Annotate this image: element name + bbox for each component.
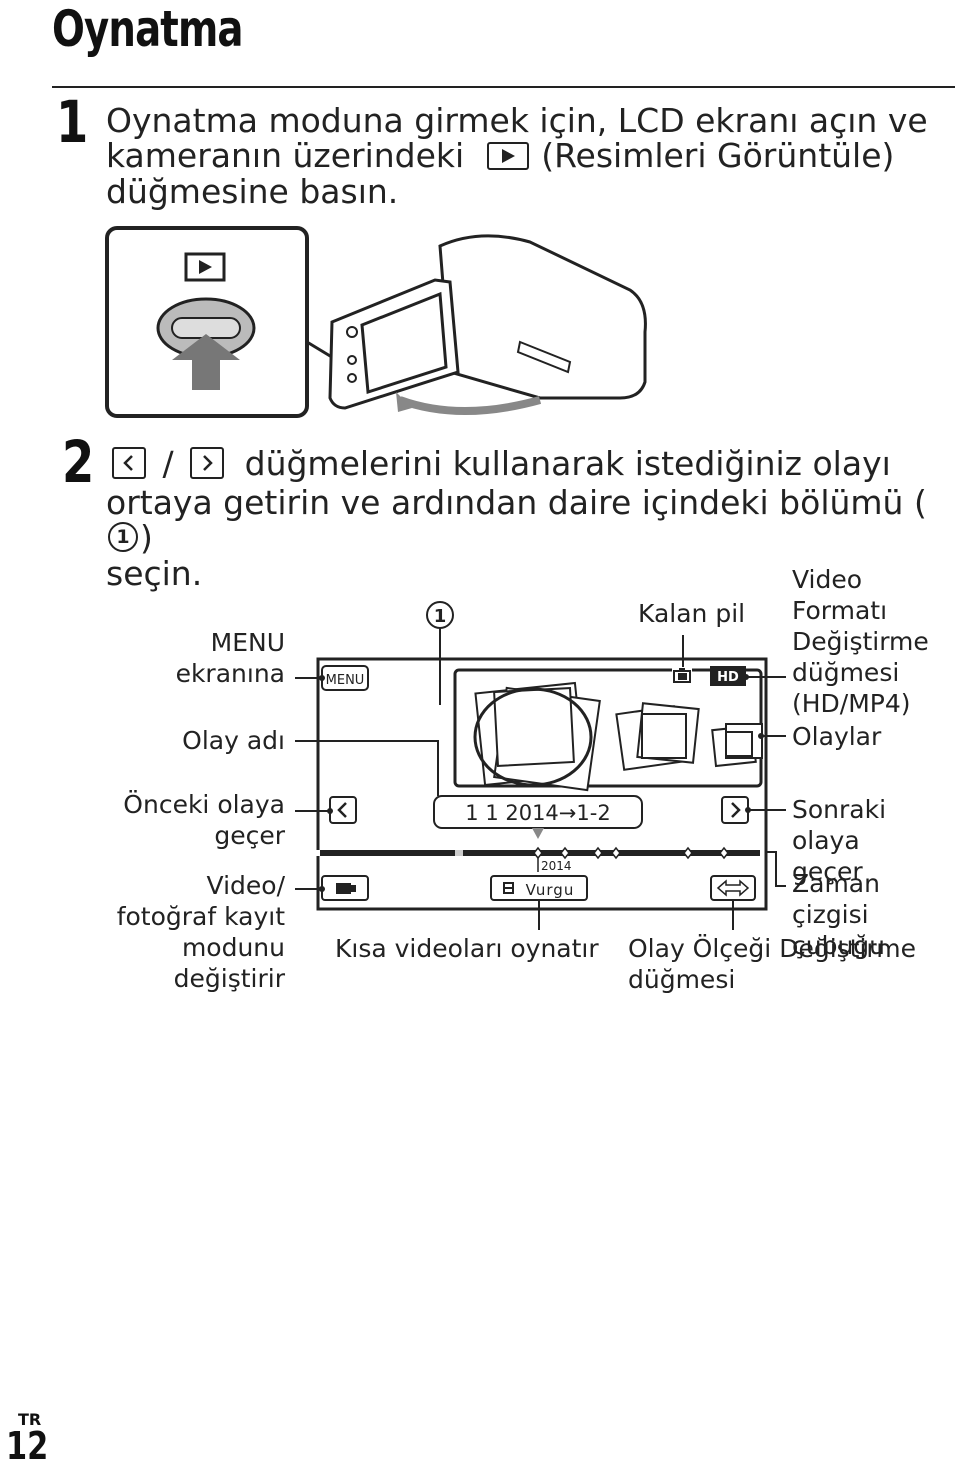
circled-one-marker: 1 [108,522,138,552]
label-record-mode-line-2: fotoğraf kayıt [116,902,285,931]
step-2-slash: / [162,444,174,483]
step-2-line-2-before: ortaya getirin ve ardından daire içindek… [106,482,927,522]
step-2-text: / düğmelerini kullanarak istediğiniz ola… [106,446,960,591]
label-record-mode: Video/ fotoğraf kayıt modunu değiştirir [100,870,285,994]
label-timeline-bar-line-1: Zaman çizgisi [792,869,880,929]
timeline-markers [533,846,729,860]
selected-event-circle [473,687,593,787]
step-1-line-2-after: (Resimleri Görüntüle) [541,136,895,175]
label-prev-event-line-2: geçer [214,821,285,850]
step-2-line-1-after: düğmelerini kullanarak istediğiniz olayı [244,444,891,483]
leader-lines [295,628,786,930]
chevron-left-icon [112,446,146,479]
camera-illustration [105,226,647,418]
label-menu-screen: MENU ekranına [120,627,285,689]
step-2-line-1: / düğmelerini kullanarak istediğiniz ola… [106,446,960,485]
leader-dots [319,674,764,892]
video-camera-icon [336,883,356,894]
label-scale-button-line-1: Olay Ölçeği Değiştirme [628,934,916,963]
label-short-videos: Kısa videoları oynatır [335,934,599,963]
chevron-right-icon [731,802,741,818]
label-video-format-line-1: Video [792,565,863,594]
page-title: Oynatma [52,0,243,58]
hd-format-label: HD [717,670,739,685]
step-2-number: 2 [62,428,95,496]
step-1-line-1: Oynatma moduna girmek için, LCD ekranı a… [106,101,928,140]
step-2-line-3: seçin. [106,554,203,593]
label-scale-button-line-2: düğmesi [628,965,736,994]
timeline-pointer [532,828,544,839]
label-scale-button: Olay Ölçeği Değiştirme düğmesi [628,933,916,995]
selected-event-thumbnails [474,681,601,792]
label-next-event: Sonraki olaya geçer [792,794,960,887]
step-1-line-3: düğmesine basın. [106,171,399,211]
label-video-format-line-3: Değiştirme [792,627,929,656]
label-video-format-line-4: düğmesi [792,658,900,687]
double-arrow-icon [716,879,750,897]
chevron-left-icon [337,802,347,818]
label-record-mode-line-3: modunu [181,933,285,962]
label-video-format-line-5: (HD/MP4) [792,689,911,718]
film-icon [503,882,514,894]
step-1-line-2-before: kameranın üzerindeki [106,136,465,175]
label-prev-event-line-1: Önceki olaya [123,790,285,819]
label-video-format-line-2: Formatı [792,596,888,625]
highlight-label: Vurgu [526,881,575,899]
label-next-event-line-2: geçer [792,857,863,886]
next-event-button [721,796,749,824]
label-next-event-line-1: Sonraki olaya [792,795,887,855]
label-battery: Kalan pil [638,599,746,628]
label-timeline-bar-line-2: çubuğu [792,931,886,960]
label-prev-event: Önceki olaya geçer [100,789,285,851]
screen-diagram: HD MENU 1 1 2014→1-2 2014 Vurgu 1 [295,601,786,930]
label-video-format: Video Formatı Değiştirme düğmesi (HD/MP4… [792,564,929,719]
battery-icon [673,668,691,683]
step-1-number: 1 [56,88,89,156]
footer-language: TR [18,1410,42,1429]
step-2-line-2-after: ) [140,517,153,557]
chevron-right-icon [190,446,225,479]
label-menu-screen-line-2: ekranına [175,659,285,688]
play-icon [486,141,529,170]
hd-format-button: HD [710,666,746,686]
label-events: Olaylar [792,722,882,751]
label-record-mode-line-4: değiştirir [173,964,285,993]
step-1-line-2: kameranın üzerindeki (Resimleri Görüntül… [106,138,928,174]
timeline-year: 2014 [541,859,572,873]
step-2-line-2: ortaya getirin ve ardından daire içindek… [106,485,960,557]
marker-number: 1 [434,606,447,627]
menu-button-label: MENU [326,673,365,688]
title-rule [52,86,955,88]
label-menu-screen-line-1: MENU [210,628,285,657]
prev-event-button [329,796,357,824]
label-event-name: Olay adı [182,726,285,755]
label-record-mode-line-1: Video/ [206,871,285,900]
event-date: 1 1 2014→1-2 [465,801,610,825]
label-timeline-bar: Zaman çizgisi çubuğu [792,868,960,961]
footer-page-number: 12 [6,1424,49,1468]
step-1-text: Oynatma moduna girmek için, LCD ekranı a… [106,103,928,209]
other-event-thumbnails [615,702,763,771]
